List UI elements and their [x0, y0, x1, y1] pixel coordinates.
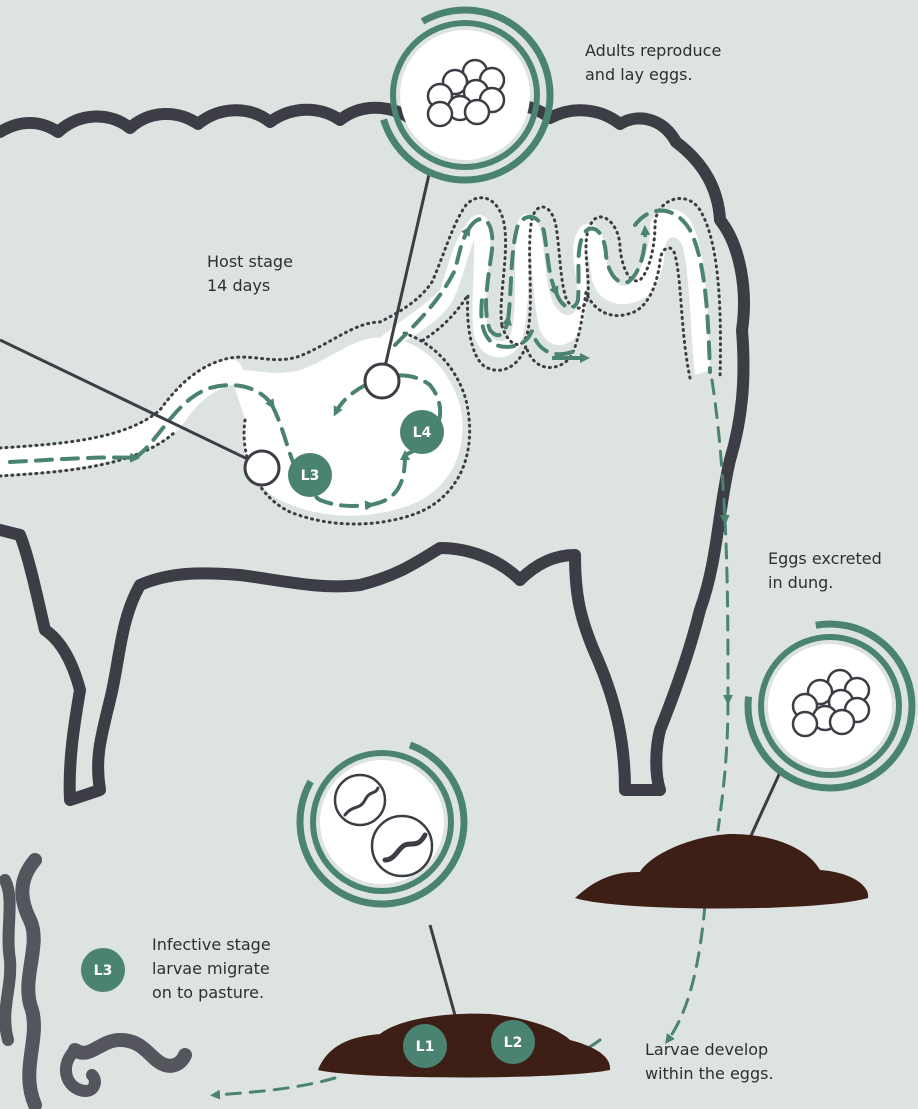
svg-text:L1: L1 — [416, 1039, 435, 1055]
badge-l1-dung: L1 — [403, 1024, 447, 1068]
caption-eggs-excreted: Eggs excreted in dung. — [768, 549, 887, 592]
dung-pile-pasture — [318, 1014, 610, 1078]
egg-zoom-circle-right — [735, 611, 918, 801]
node-host-entry — [245, 451, 279, 485]
node-stomach — [365, 364, 399, 398]
badge-l4-host: L4 — [400, 410, 444, 454]
dung-pile-right — [575, 834, 868, 909]
caption-adults-reproduce: Adults reproduce and lay eggs. — [585, 41, 726, 84]
badge-l3-host: L3 — [288, 453, 332, 497]
caption-infective-stage: Infective stage larvae migrate on to pas… — [152, 935, 276, 1002]
larva-zoom-circle — [277, 717, 487, 927]
digestive-tract — [0, 198, 720, 524]
svg-text:L4: L4 — [413, 425, 432, 441]
connector-lines — [0, 170, 782, 1055]
svg-text:L2: L2 — [504, 1035, 523, 1051]
caption-larvae-develop: Larvae develop within the eggs. — [645, 1040, 774, 1083]
caption-host-stage: Host stage 14 days — [207, 252, 298, 295]
badge-l3-pasture: L3 — [81, 948, 125, 992]
svg-text:L3: L3 — [301, 468, 320, 484]
svg-text:L3: L3 — [94, 963, 113, 979]
badge-l2-dung: L2 — [491, 1020, 535, 1064]
